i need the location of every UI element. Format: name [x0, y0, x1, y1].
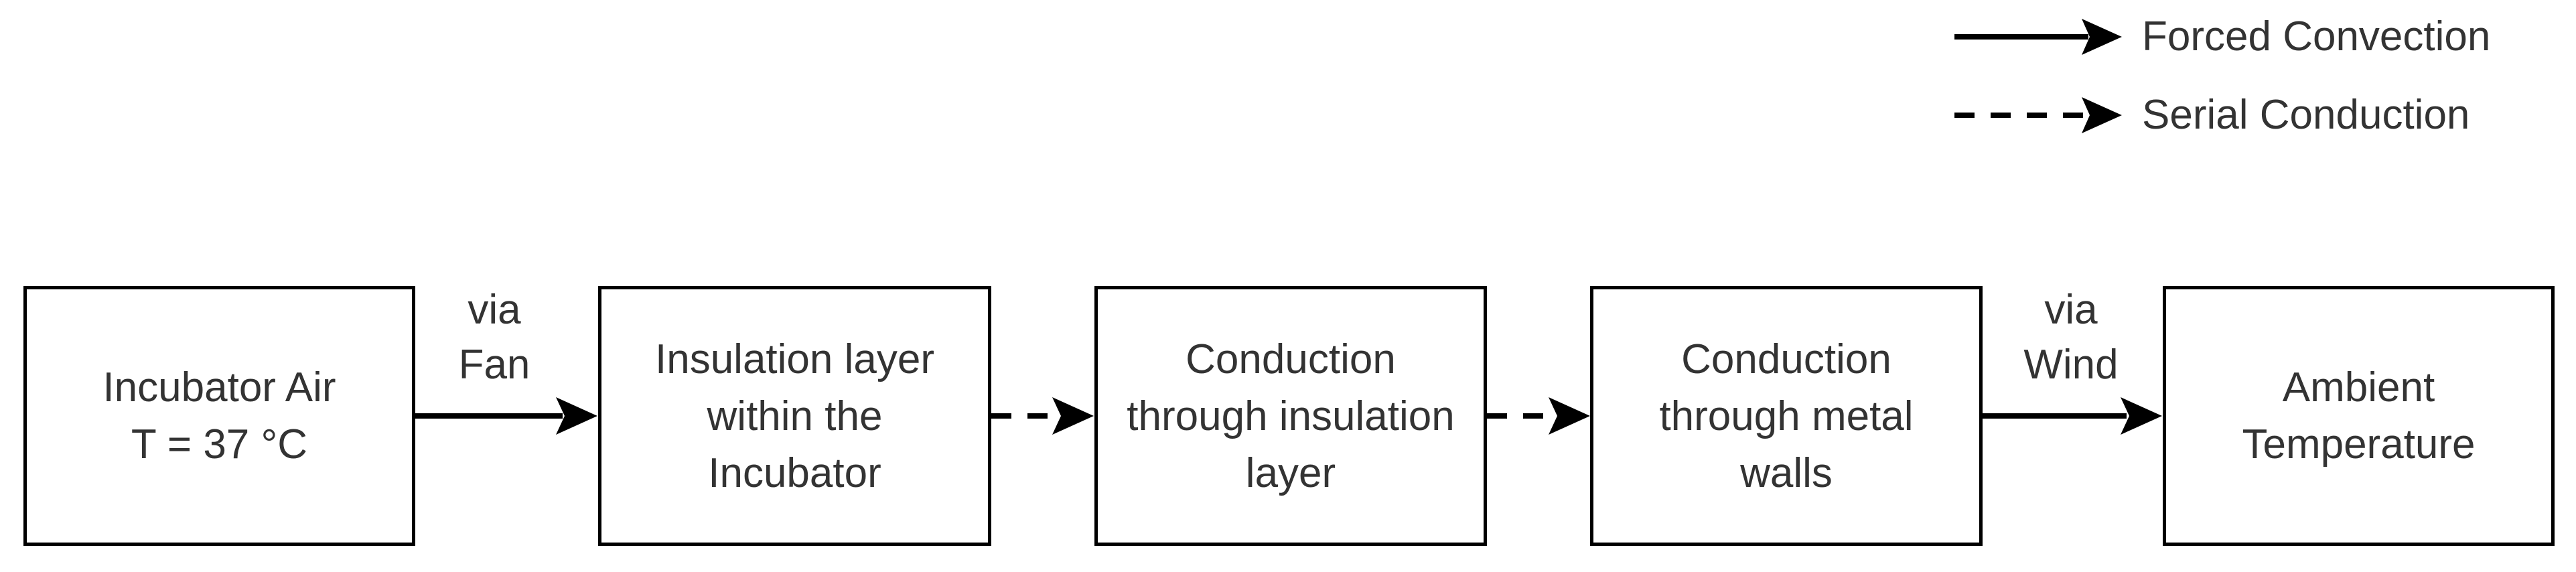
- node-insulation-layer: Insulation layer within the Incubator: [598, 286, 991, 546]
- node-conduction-metal: Conduction through metal walls: [1590, 286, 1983, 546]
- legend-dashed-arrow: [1954, 97, 2122, 133]
- node-conduction-metal-label: Conduction through metal walls: [1659, 336, 1914, 496]
- edge-conduction-insulation-to-metal: [1487, 397, 1590, 435]
- edge-label-via-fan: via Fan: [458, 287, 530, 388]
- edge-metal-to-ambient: [1983, 397, 2162, 435]
- edge-air-to-insulation: [415, 397, 597, 435]
- node-ambient-label: Ambient Temperature: [2242, 364, 2476, 468]
- legend-label-forced-convection: Forced Convection: [2142, 13, 2491, 60]
- node-ambient: Ambient Temperature: [2163, 286, 2555, 546]
- node-incubator-air: Incubator Air T = 37 °C: [23, 286, 415, 546]
- legend-solid-arrow: [1954, 19, 2122, 55]
- node-conduction-insulation-label: Conduction through insulation layer: [1127, 336, 1455, 496]
- node-incubator-air-label: Incubator Air T = 37 °C: [102, 364, 336, 468]
- edge-label-via-wind: via Wind: [2023, 287, 2119, 388]
- node-insulation-layer-label: Insulation layer within the Incubator: [654, 336, 935, 496]
- node-conduction-insulation: Conduction through insulation layer: [1094, 286, 1487, 546]
- edge-insulation-to-conduction-insulation: [991, 397, 1094, 435]
- legend-label-serial-conduction: Serial Conduction: [2142, 92, 2470, 138]
